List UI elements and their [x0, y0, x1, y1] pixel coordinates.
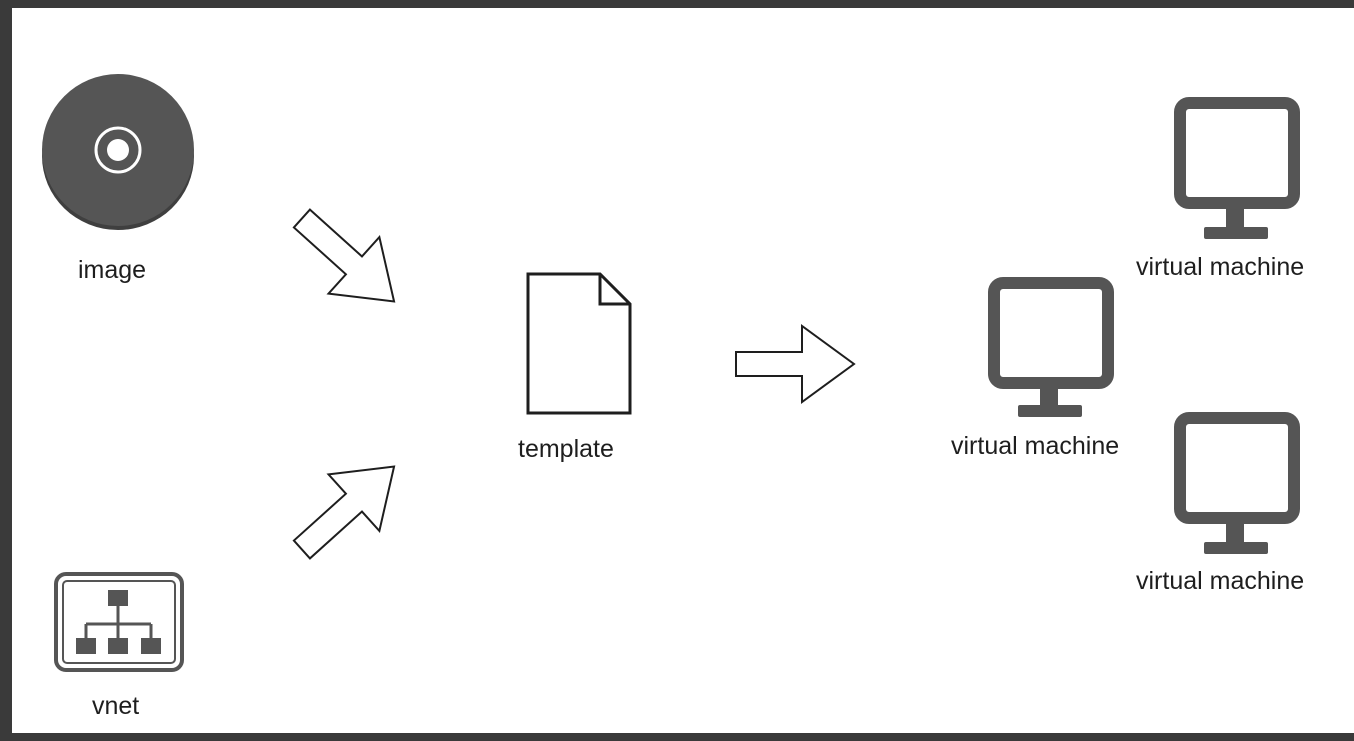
- network-topology-icon: [54, 572, 184, 672]
- image-label: image: [78, 256, 147, 284]
- diagram-frame: [12, 8, 1354, 733]
- template-label: template: [518, 435, 614, 463]
- monitor-icon: [1174, 412, 1300, 554]
- arrow-icon: [292, 208, 396, 303]
- monitor-icon: [1174, 97, 1300, 239]
- arrow-icon: [292, 465, 396, 560]
- vm-middle-label: virtual machine: [951, 432, 1120, 460]
- vnet-label: vnet: [92, 692, 140, 720]
- document-icon: [526, 272, 632, 415]
- arrow-icon: [735, 324, 856, 404]
- vm-top-label: virtual machine: [1136, 253, 1305, 281]
- disc-icon: [42, 74, 194, 230]
- vm-bottom-label: virtual machine: [1136, 567, 1305, 595]
- monitor-icon: [988, 277, 1114, 417]
